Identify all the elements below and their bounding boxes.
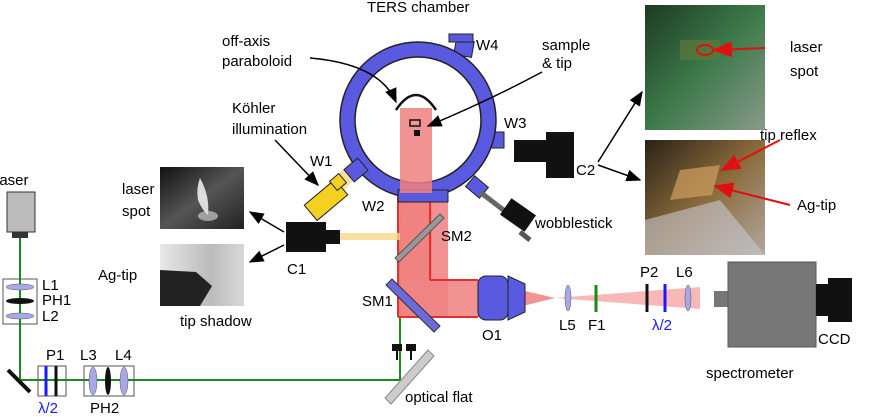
photo-tip-shadow: Ag-tip tip shadow	[98, 244, 252, 330]
ccd-label: CCD	[818, 331, 851, 348]
laser-source: laser	[0, 172, 36, 238]
lambda-half-2-label: λ/2	[652, 317, 672, 334]
photo-laser-spot-left: laser spot	[122, 167, 244, 229]
sample-label-line1: sample	[542, 37, 590, 54]
laser-label: laser	[0, 172, 29, 189]
lambda-half-1-label: λ/2	[38, 400, 58, 417]
ph2-label: PH2	[90, 400, 119, 417]
laser-spot-right-label-line2: spot	[790, 63, 819, 80]
c2-label: C2	[576, 162, 595, 179]
laser-spot-left-label-line2: spot	[122, 203, 151, 220]
steering-mirror-sm2: SM2	[394, 213, 472, 263]
off-axis-label-line2: paraboloid	[222, 53, 292, 70]
photo-tip-reflex: tip reflex Ag-tip	[645, 127, 836, 255]
lens-pinhole-assembly-2: L3 L4 PH2	[80, 347, 135, 417]
sm1-label: SM1	[362, 293, 393, 310]
laser-spot-right-label-line1: laser	[790, 39, 823, 56]
ag-tip-right-label: Ag-tip	[797, 197, 836, 214]
corner-mirror-left	[6, 368, 32, 394]
photo-laser-spot-right: laser spot	[645, 5, 823, 130]
camera-c2: C2	[514, 90, 643, 182]
camera-c1: C1	[248, 211, 340, 278]
p2-label: P2	[640, 264, 658, 281]
objective-o1: O1	[477, 275, 526, 344]
l4-label: L4	[115, 347, 132, 364]
optical-flat: optical flat	[384, 344, 473, 406]
w1-label: W1	[310, 153, 333, 170]
tip-shadow-label: tip shadow	[180, 313, 252, 330]
steering-mirror-sm1: SM1	[362, 278, 441, 333]
l5-label: L5	[559, 317, 576, 334]
w3-label: W3	[504, 115, 527, 132]
optical-flat-label: optical flat	[405, 389, 473, 406]
kohler-label-line1: Köhler	[232, 100, 275, 117]
detection-optics: L5 F1 P2 λ/2 L6	[559, 264, 693, 334]
kohler-illumination: Köhler illumination	[232, 100, 349, 222]
laser-spot-left-label-line1: laser	[122, 181, 155, 198]
l1-label: L1	[42, 277, 59, 294]
spectrometer-label: spectrometer	[706, 365, 794, 382]
kohler-label-line2: illumination	[232, 121, 307, 138]
polarizer-p1: P1 λ/2	[37, 347, 67, 417]
wobblestick-label: wobblestick	[534, 215, 613, 232]
l6-label: L6	[676, 264, 693, 281]
p1-label: P1	[46, 347, 64, 364]
spectrometer: spectrometer CCD	[706, 261, 852, 382]
l2-label: L2	[42, 308, 59, 325]
lens-pinhole-assembly-1: L1 PH1 L2	[2, 277, 71, 325]
sm2-label: SM2	[441, 228, 472, 245]
l3-label: L3	[80, 347, 97, 364]
off-axis-paraboloid-annotation: off-axis paraboloid	[222, 33, 397, 104]
wobblestick: wobblestick	[478, 190, 613, 242]
off-axis-label-line1: off-axis	[222, 33, 270, 50]
sample-tip-annotation: sample & tip	[426, 37, 590, 127]
w4-label: W4	[476, 37, 499, 54]
tip-reflex-label: tip reflex	[760, 127, 817, 144]
w2-label: W2	[362, 198, 385, 215]
f1-label: F1	[588, 317, 606, 334]
ph1-label: PH1	[42, 292, 71, 309]
ters-chamber-label: TERS chamber	[367, 0, 470, 16]
ag-tip-left-label: Ag-tip	[98, 267, 137, 284]
sample-label-line2: & tip	[542, 55, 572, 72]
c1-label: C1	[287, 261, 306, 278]
o1-label: O1	[482, 327, 502, 344]
